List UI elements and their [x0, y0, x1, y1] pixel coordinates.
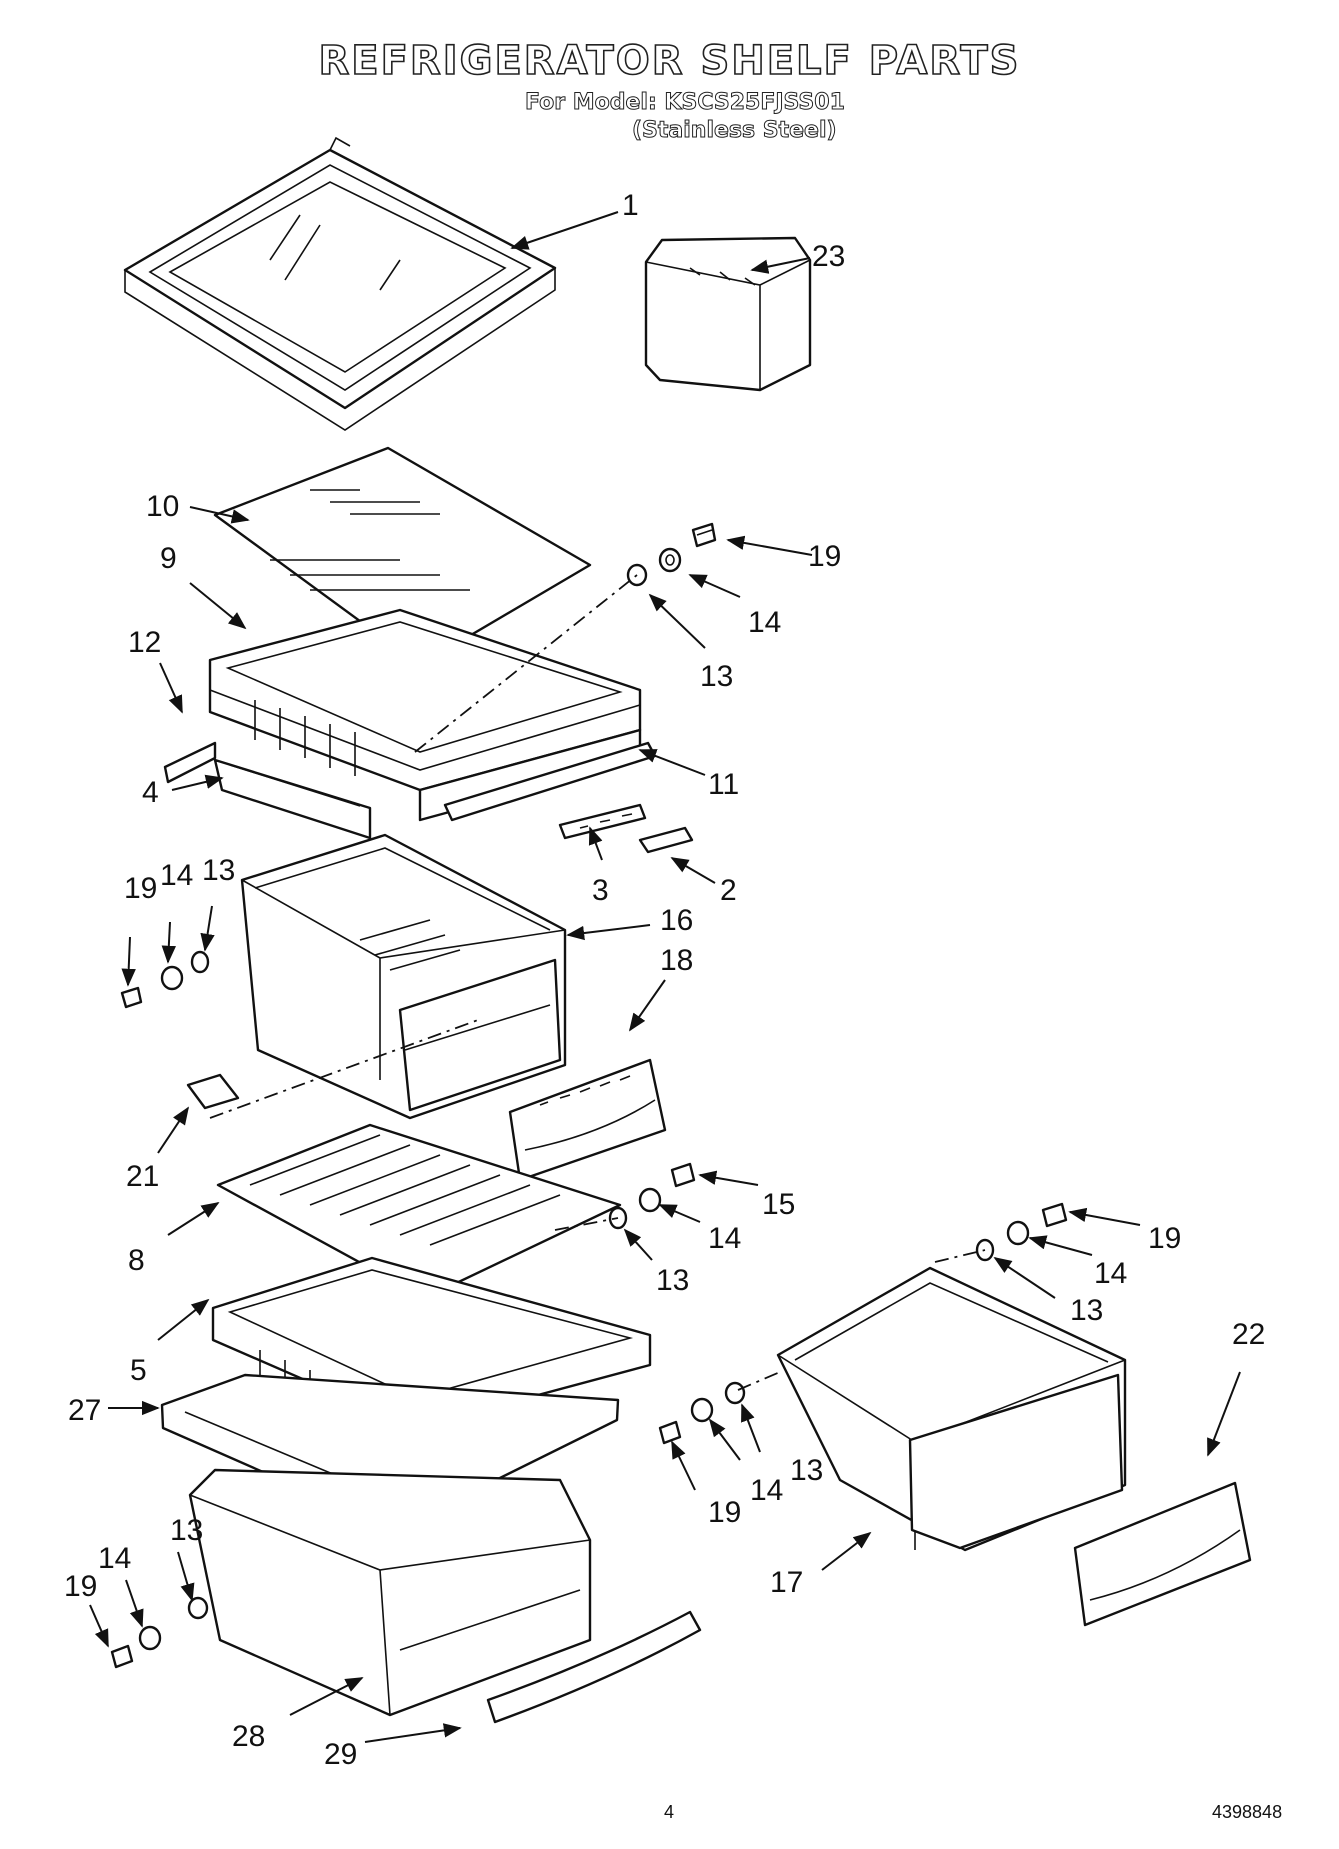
callout-13: 13 [1070, 1294, 1103, 1327]
callout-22: 22 [1232, 1318, 1265, 1351]
model-finish: (Stainless Steel) [632, 118, 838, 144]
clip-part-2 [638, 826, 694, 854]
callout-17: 17 [770, 1566, 803, 1599]
model-number: For Model: KSCS25FJSS01 [525, 90, 846, 116]
leader-arrows [89, 211, 1241, 1743]
callout-29: 29 [324, 1738, 357, 1771]
screw-part-19-upper [691, 522, 717, 548]
callout-labels: 1 23 10 9 19 14 13 12 11 4 3 2 19 14 13 … [64, 189, 1265, 1771]
pan-part-28 [188, 1468, 592, 1717]
callout-19: 19 [1148, 1222, 1181, 1255]
callout-10: 10 [146, 490, 179, 523]
callout-14: 14 [1094, 1257, 1127, 1290]
page-title: REFRIGERATOR SHELF PARTS [318, 37, 1021, 85]
grommet-part-13-lower-mid [724, 1381, 746, 1405]
callout-18: 18 [660, 944, 693, 977]
callout-28: 28 [232, 1720, 265, 1753]
callout-1: 1 [622, 189, 639, 222]
washer-part-14-lower-mid [690, 1397, 714, 1423]
screw-part-19-right [1041, 1202, 1068, 1228]
screw-part-19-lower-mid [658, 1420, 682, 1445]
clip-part-21 [186, 1073, 240, 1110]
callout-23: 23 [812, 240, 845, 273]
callout-11: 11 [708, 768, 739, 801]
bracket-part-3 [558, 803, 647, 840]
rail-part-12 [163, 741, 217, 784]
callout-13: 13 [790, 1454, 823, 1487]
document-number: 4398848 [1212, 1802, 1283, 1822]
glass-shelf-part-1 [123, 136, 557, 431]
callout-19: 19 [708, 1496, 741, 1529]
callout-13: 13 [700, 660, 733, 693]
screw-part-15 [670, 1162, 696, 1188]
drawer-front-part-18 [508, 1058, 667, 1182]
door-bin-part-23 [644, 236, 812, 392]
glass-panel-part-10 [213, 446, 592, 667]
callout-13: 13 [656, 1264, 689, 1297]
callout-5: 5 [130, 1354, 147, 1387]
callout-19: 19 [124, 872, 157, 905]
washer-part-14-mid [638, 1187, 662, 1213]
callout-3: 3 [592, 874, 609, 907]
callout-19: 19 [64, 1570, 97, 1603]
callout-8: 8 [128, 1244, 145, 1277]
callout-16: 16 [660, 904, 693, 937]
grommet-part-13-left-upper [190, 950, 210, 974]
callout-13: 13 [202, 854, 235, 887]
callout-19: 19 [808, 540, 841, 573]
callout-14: 14 [98, 1542, 131, 1575]
grommet-part-13-lower-left [187, 1596, 209, 1620]
page-number: 4 [664, 1802, 675, 1822]
callout-14: 14 [748, 606, 781, 639]
alignment-lines [209, 574, 986, 1391]
washer-part-14-lower-left [138, 1625, 162, 1651]
rail-part-4 [213, 758, 372, 840]
callout-27: 27 [68, 1394, 101, 1427]
callout-4: 4 [142, 776, 159, 809]
shelf-part-8 [216, 1123, 622, 1300]
callout-14: 14 [160, 859, 193, 892]
callout-15: 15 [762, 1188, 795, 1221]
washer-part-14-right [1006, 1220, 1030, 1246]
callout-14: 14 [750, 1474, 783, 1507]
callout-2: 2 [720, 874, 737, 907]
crisper-drawer-part-16 [240, 833, 567, 1120]
callout-12: 12 [128, 626, 161, 659]
washer-part-14-left-upper [160, 965, 184, 991]
callout-9: 9 [160, 542, 177, 575]
drawer-front-part-22 [1073, 1481, 1252, 1627]
trim-part-29 [486, 1610, 702, 1724]
screw-part-19-left-upper [120, 986, 143, 1009]
drawer-part-17 [776, 1266, 1127, 1552]
screw-part-19-lower-left [110, 1644, 134, 1669]
callout-14: 14 [708, 1222, 741, 1255]
callout-13: 13 [170, 1514, 203, 1547]
washer-part-14-upper [658, 547, 682, 573]
callout-21: 21 [126, 1160, 159, 1193]
